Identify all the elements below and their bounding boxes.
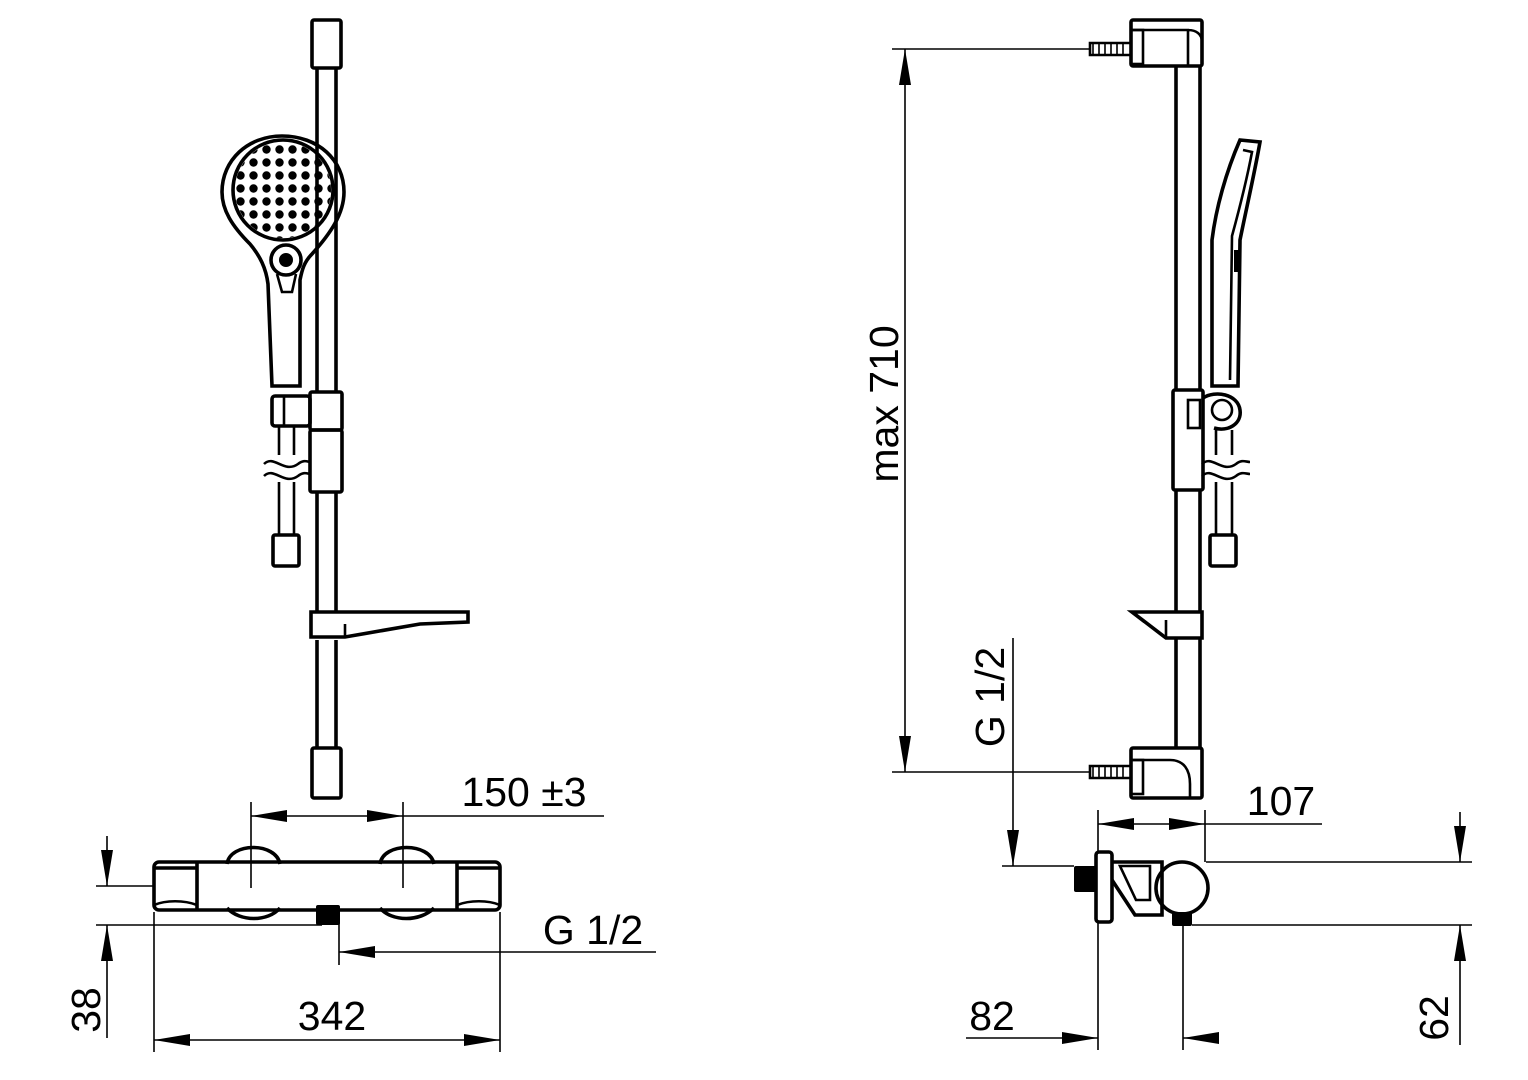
dim-projection-label: 107 <box>1247 778 1315 824</box>
dim-max-height-label: max 710 <box>861 325 907 482</box>
hand-shower-front <box>220 134 346 388</box>
wall-bracket-top <box>1088 18 1204 68</box>
dim-pitch-label: 150 ±3 <box>461 769 586 815</box>
wall-bracket-bottom <box>1088 746 1204 800</box>
thermostatic-mixer-front <box>152 845 502 925</box>
thermostatic-mixer-side <box>1074 850 1210 926</box>
dim-wall-outlet-label: 82 <box>969 993 1015 1039</box>
dim-body-height-label: 38 <box>63 987 109 1033</box>
slider-front <box>270 390 344 494</box>
dim-body-width-label: 342 <box>298 993 366 1039</box>
soap-shelf-front <box>309 610 470 639</box>
soap-shelf-side <box>1126 610 1204 640</box>
hand-shower-side <box>1210 138 1263 388</box>
dimension-lines-side <box>892 48 1472 1050</box>
hose-front <box>263 426 311 568</box>
side-view <box>892 18 1472 1050</box>
slide-rail-front <box>310 18 343 800</box>
dimension-lines-front <box>96 802 656 1052</box>
front-view <box>96 18 656 1052</box>
dim-inlet-right-label: G 1/2 <box>967 647 1013 747</box>
dim-inlet-left-label: G 1/2 <box>543 907 643 953</box>
dimension-labels: 150 ±3 G 1/2 342 38 max 710 G 1/2 107 82… <box>63 325 1457 1040</box>
dim-outlet-height-label: 62 <box>1411 995 1457 1041</box>
slide-rail-side <box>1174 66 1202 748</box>
slider-side <box>1171 388 1242 492</box>
hose-side <box>1201 430 1251 568</box>
